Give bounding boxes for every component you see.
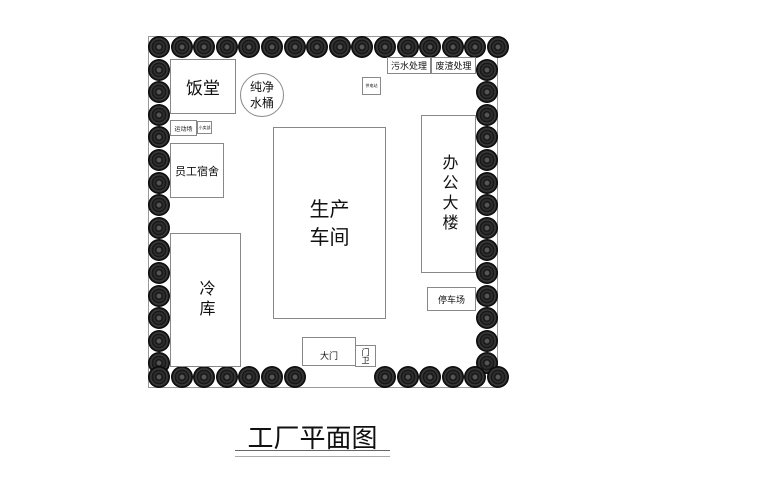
tree-icon <box>148 149 170 171</box>
water-tank-label-1: 纯净 <box>249 80 274 94</box>
power-station-label: 供电站 <box>365 83 378 88</box>
tree-icon <box>238 366 261 388</box>
page-title: 工厂平面图 <box>247 424 378 454</box>
dormitory-label: 员工宿舍 <box>175 164 219 178</box>
tree-icon <box>148 171 170 194</box>
sewage-treatment: 污水处理 <box>387 57 431 74</box>
workshop-label-2: 车间 <box>309 225 350 249</box>
tree-icon <box>148 366 170 388</box>
tree-icon <box>148 103 170 126</box>
power-station: 供电站 <box>362 77 381 95</box>
sports-field: 运动场 <box>170 120 197 136</box>
tree-icon <box>476 171 498 194</box>
tree-icon <box>476 329 498 352</box>
tree-icon <box>464 366 487 388</box>
gate-label: 大门 <box>319 352 338 362</box>
factory-site <box>148 36 498 388</box>
tree-icon <box>441 36 464 58</box>
tree-icon <box>476 239 498 262</box>
tree-icon <box>148 262 170 284</box>
tree-icon <box>419 36 442 58</box>
tree-icon <box>396 36 419 58</box>
parking-lot: 停车场 <box>427 287 476 311</box>
tree-icon <box>419 366 442 388</box>
tree-icon <box>148 307 170 330</box>
tree-icon <box>283 366 306 388</box>
tree-icon <box>476 262 498 284</box>
workshop-label-1: 生产 <box>309 197 350 221</box>
tree-icon <box>193 366 216 388</box>
tree-icon <box>170 36 193 58</box>
production-workshop: 生产车间 <box>273 127 386 319</box>
tree-icon <box>328 36 351 58</box>
tree-icon <box>148 81 170 104</box>
guard-house: 门卫 <box>355 345 376 367</box>
tree-icon <box>148 239 170 262</box>
tree-icon <box>148 126 170 149</box>
tree-icon <box>374 366 396 388</box>
parking-label: 停车场 <box>437 295 465 306</box>
tree-icon <box>148 194 170 217</box>
sewage-label: 污水处理 <box>390 62 427 72</box>
tree-icon <box>476 126 498 149</box>
tree-icon <box>476 216 498 239</box>
tree-icon <box>306 36 329 58</box>
tree-icon <box>215 366 238 388</box>
shop: 小卖部 <box>197 121 212 134</box>
waste-treatment: 废渣处理 <box>431 57 476 74</box>
tree-icon <box>441 366 464 388</box>
tree-icon <box>148 329 170 352</box>
tree-icon <box>148 284 170 307</box>
tree-icon <box>148 216 170 239</box>
tree-icon <box>476 194 498 217</box>
cold-storage-label: 冷库 <box>196 280 216 320</box>
main-gate: 大门 <box>302 337 356 366</box>
tree-icon <box>396 366 419 388</box>
tree-icon <box>374 36 396 58</box>
tree-icon <box>476 149 498 171</box>
title-underline-2 <box>235 456 390 457</box>
tree-icon <box>170 366 193 388</box>
tree-icon <box>487 36 509 58</box>
tree-icon <box>476 103 498 126</box>
tree-icon <box>476 307 498 330</box>
sports-field-label: 运动场 <box>174 125 193 133</box>
office-building: 办公大楼 <box>421 115 476 273</box>
tree-icon <box>476 81 498 104</box>
office-label: 办公大楼 <box>439 154 459 234</box>
canteen: 饭堂 <box>170 59 236 114</box>
tree-icon <box>193 36 216 58</box>
tree-icon <box>351 36 374 58</box>
tree-icon <box>476 284 498 307</box>
tree-icon <box>261 366 283 388</box>
guard-label: 门卫 <box>361 348 370 364</box>
water-tank-label-2: 水桶 <box>249 96 274 110</box>
tree-icon <box>238 36 261 58</box>
tree-icon <box>283 36 306 58</box>
cold-storage: 冷库 <box>170 233 241 367</box>
title-underline-1 <box>235 450 390 451</box>
water-tank: 纯净水桶 <box>240 73 284 117</box>
tree-icon <box>476 58 498 81</box>
tree-icon <box>148 58 170 81</box>
shop-label: 小卖部 <box>198 124 211 130</box>
tree-icon <box>148 36 170 58</box>
tree-icon <box>261 36 283 58</box>
tree-icon <box>487 366 509 388</box>
dormitory: 员工宿舍 <box>170 143 224 198</box>
waste-label: 废渣处理 <box>435 62 472 72</box>
canteen-label: 饭堂 <box>186 79 220 99</box>
tree-icon <box>464 36 487 58</box>
tree-icon <box>215 36 238 58</box>
